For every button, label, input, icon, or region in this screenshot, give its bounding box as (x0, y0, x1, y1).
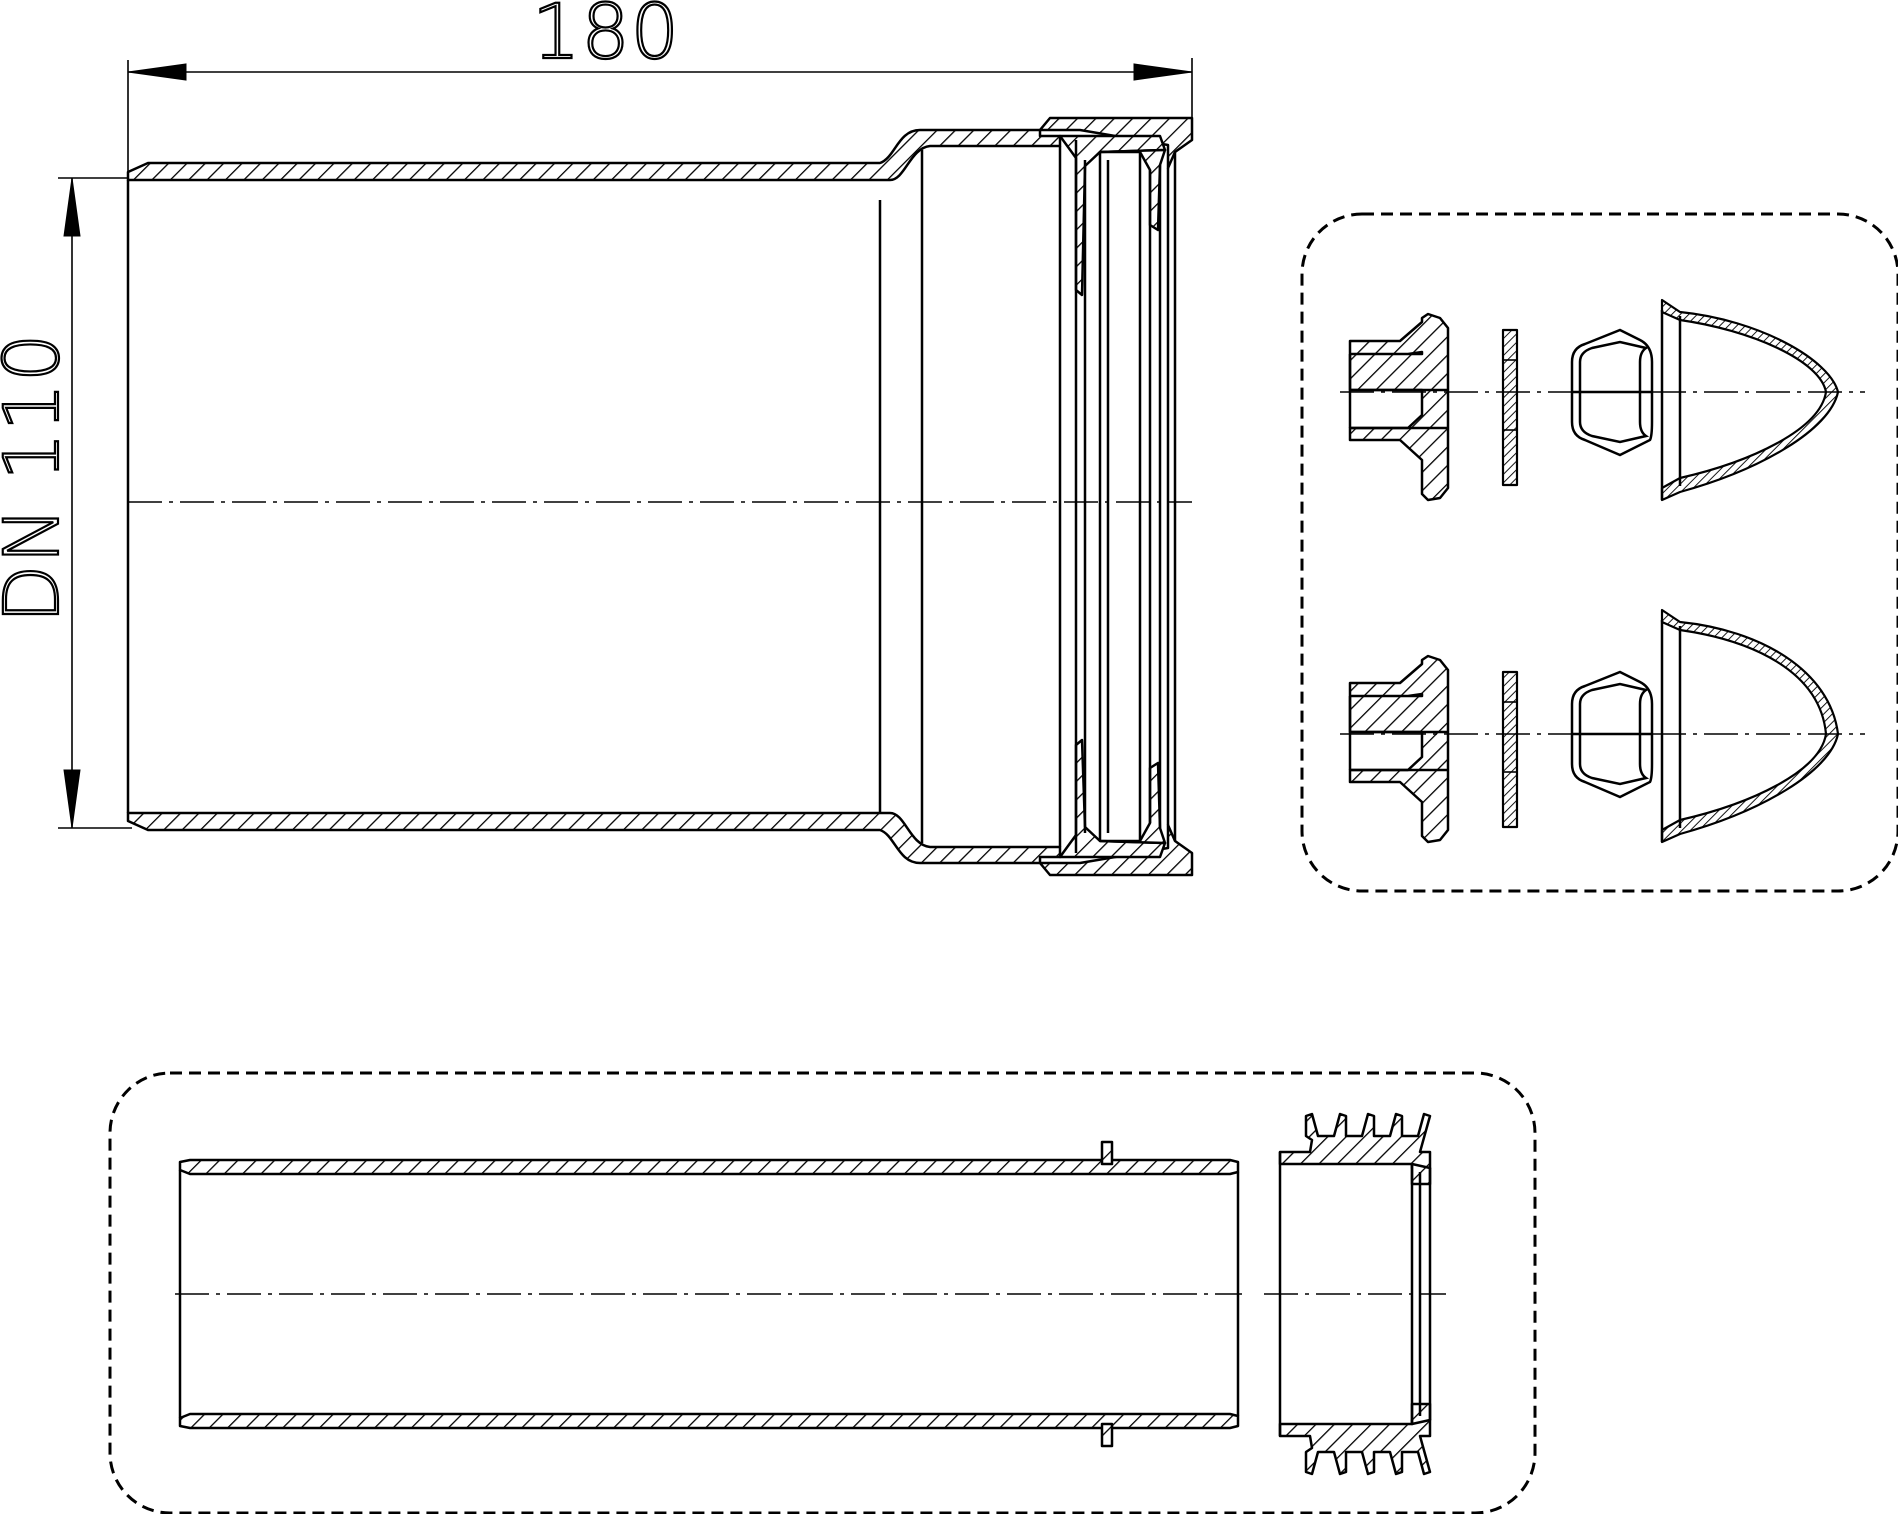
extension-pipe-wall-bottom (178, 1412, 1240, 1430)
extension-pipe-stop-top (1100, 1140, 1114, 1166)
arrow-left (127, 63, 187, 81)
accessory-row-bottom (1340, 608, 1865, 844)
hood-bottom (1660, 608, 1840, 844)
accessory-row-top (1340, 298, 1865, 502)
extension-pipe-stop-bottom (1100, 1422, 1114, 1448)
diameter-dimension-label: DN 110 (0, 333, 76, 624)
pipe-wall-bottom (126, 811, 1062, 865)
pipe-wall-top (126, 128, 1062, 182)
lip-seal-bottom (1278, 1418, 1432, 1476)
diameter-dimension: DN 110 (0, 177, 132, 829)
arrow-right (1133, 63, 1193, 81)
lip-seal (1264, 1112, 1446, 1476)
washer-bottom (1501, 670, 1519, 829)
lip-seal-top (1278, 1112, 1432, 1170)
hood-top (1660, 298, 1840, 502)
extension-box (108, 1071, 1537, 1514)
accessories-box (1300, 212, 1898, 893)
extension-pipe-wall-top (178, 1158, 1240, 1176)
pipe-section (126, 116, 1194, 877)
flange-bush-top (1348, 312, 1450, 502)
extension-pipe (175, 1140, 1242, 1448)
seal-lip-bottom (1098, 761, 1167, 845)
length-dimension: 180 (127, 0, 1193, 185)
arrow-bottom (63, 769, 81, 829)
accessories-box-border (1300, 212, 1898, 893)
length-dimension-label: 180 (532, 0, 680, 76)
seal-lip-top (1098, 148, 1167, 232)
flange-bush-bottom (1348, 654, 1450, 844)
washer-top (1501, 328, 1519, 487)
arrow-top (63, 177, 81, 237)
extension-box-border (108, 1071, 1537, 1514)
